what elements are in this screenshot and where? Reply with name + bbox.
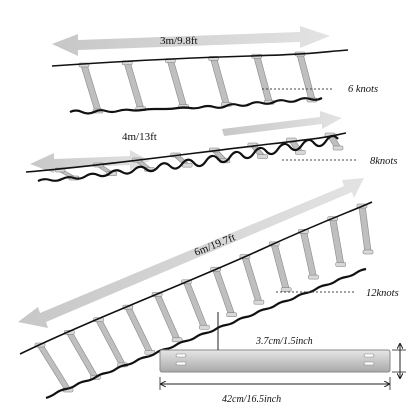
rung-slot-left [175, 353, 187, 358]
rung-detail: 3.7cm/1.5inch 42cm/16.5inch [159, 312, 406, 405]
ladder-6m-bottom-strap [45, 267, 367, 400]
rung-slot-right [363, 353, 375, 358]
ladder-rung [36, 344, 72, 391]
rung-length-label: 42cm/16.5inch [222, 394, 281, 405]
ladder-3m-rungs [78, 51, 318, 114]
rung-clip-bottom [332, 145, 344, 151]
rung-clip-bottom [181, 162, 193, 168]
length-arrow-4m [30, 111, 342, 173]
ladder-rung [210, 58, 230, 105]
ladder-rung [296, 53, 316, 101]
rung-slot-left-2 [175, 361, 187, 366]
ladder-3m-length-label: 3m/9.8ft [160, 35, 198, 47]
ladder-rung [358, 205, 372, 253]
rung-clip-bottom [226, 312, 237, 317]
ladder-3m-top-strap [51, 49, 349, 67]
ladder-4m-bottom-strap [37, 134, 339, 182]
length-arrow-3m [52, 26, 330, 56]
ladder-3m-bottom-strap [69, 97, 323, 115]
rung-clip-bottom [295, 150, 306, 155]
rung-clip-bottom [253, 299, 265, 305]
rung-width-label: 3.7cm/1.5inch [255, 336, 313, 347]
ladder-rung [253, 55, 273, 103]
ladder-rung [212, 268, 236, 316]
rung-clip-bottom [144, 350, 156, 355]
ladder-rung [241, 256, 263, 303]
ladder-rung [329, 218, 345, 265]
length-arrow-6m [18, 178, 364, 328]
ladder-rung [123, 62, 145, 110]
ladder-rung [153, 294, 181, 341]
ladder-6m-knots-label: 12knots [366, 288, 399, 299]
rung-slot-right-2 [363, 361, 375, 366]
rung-clip-bottom [280, 287, 292, 292]
ladder-6m-top-strap [19, 201, 373, 355]
ladder-rung [65, 332, 99, 378]
rung-clip-bottom [335, 262, 346, 267]
ladder-4m-length-label: 4m/13ft [122, 131, 157, 143]
ladder-3m: 3m/9.8ft 6 knots [51, 26, 378, 115]
ladder-4m-knots-label: 8knots [370, 156, 397, 167]
ladder-rung [182, 281, 209, 328]
rung-detail-bar [159, 349, 391, 373]
ladder-rung [270, 243, 290, 290]
ladder-4m: 4m/13ft 8knots [25, 111, 397, 182]
ladder-rung [124, 306, 154, 353]
rung-clip-bottom [171, 337, 183, 343]
ladder-3m-knots-label: 6 knots [348, 84, 378, 95]
ladder-6m-length-label: 6m/19.7ft [193, 232, 237, 259]
rung-clip-bottom [308, 274, 319, 280]
ladder-6m: 6m/19.7ft 12knots [18, 178, 399, 400]
ladder-rung [94, 319, 127, 366]
rung-clip-bottom [362, 249, 374, 255]
rung-clip-bottom [257, 154, 268, 159]
ladder-rung [299, 230, 318, 278]
rung-clip-bottom [199, 325, 210, 330]
ladder-rung [166, 60, 188, 107]
ladder-rung [80, 64, 102, 112]
